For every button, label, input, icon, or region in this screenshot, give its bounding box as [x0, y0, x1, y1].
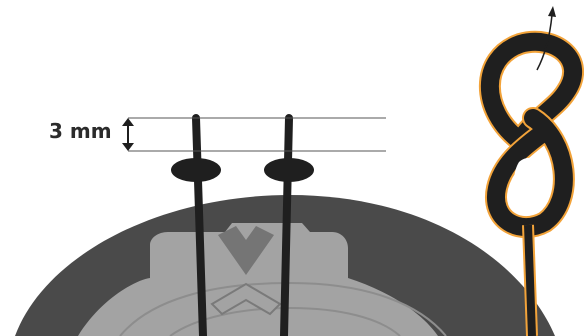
cord-right [280, 114, 293, 336]
lower-chevron [210, 282, 282, 316]
inner-part [78, 223, 438, 336]
dimension-label: 3 mm [49, 119, 112, 143]
pull-arrow [536, 6, 556, 71]
upper-recess [218, 226, 274, 275]
cord-left [192, 114, 207, 336]
inner-ring-line [119, 281, 447, 336]
stopper-left [171, 158, 221, 182]
stopper-right [264, 158, 314, 182]
dimension-arrow [122, 118, 134, 151]
figure-eight-knot [478, 30, 584, 336]
inner-ring-line [169, 306, 401, 336]
